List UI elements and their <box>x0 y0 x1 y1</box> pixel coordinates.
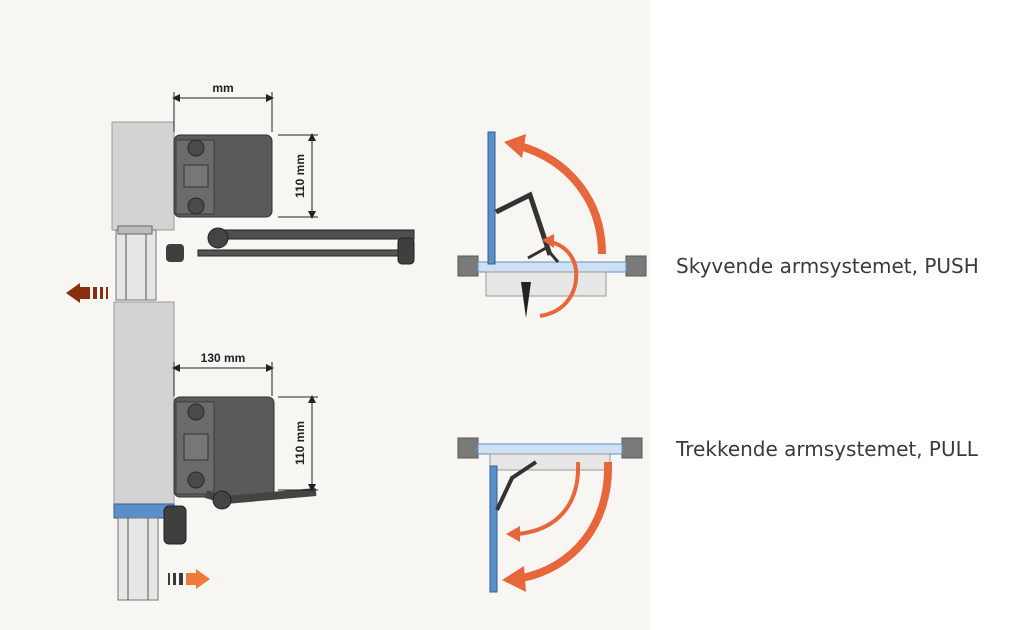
pull-wall <box>113 301 175 505</box>
push-width-label: mm <box>212 81 233 95</box>
push-wall <box>111 121 175 231</box>
push-direction-arrow <box>66 283 108 303</box>
pull-top-view <box>457 437 643 593</box>
pull-side-view: 130 mm 110 mm <box>113 301 318 601</box>
push-arm <box>213 229 415 240</box>
push-top-view <box>457 131 647 318</box>
pull-door-leaf <box>489 465 498 593</box>
push-height-label: 110 mm <box>293 154 307 198</box>
door-operator-diagram: mm 110 mm <box>66 81 647 601</box>
push-frame <box>115 229 157 301</box>
pull-swing-arrow <box>521 461 613 582</box>
push-swing-arrow <box>518 142 606 255</box>
pull-height-label: 110 mm <box>293 421 307 465</box>
pull-width-label: 130 mm <box>201 351 246 365</box>
pull-caption: Trekkende armsystemet, PULL <box>676 437 978 461</box>
push-side-view: mm 110 mm <box>66 81 415 303</box>
pull-direction-arrow <box>168 569 210 589</box>
pull-frame <box>117 517 159 601</box>
push-door-leaf <box>487 131 496 265</box>
push-caption: Skyvende armsystemet, PUSH <box>676 254 979 278</box>
